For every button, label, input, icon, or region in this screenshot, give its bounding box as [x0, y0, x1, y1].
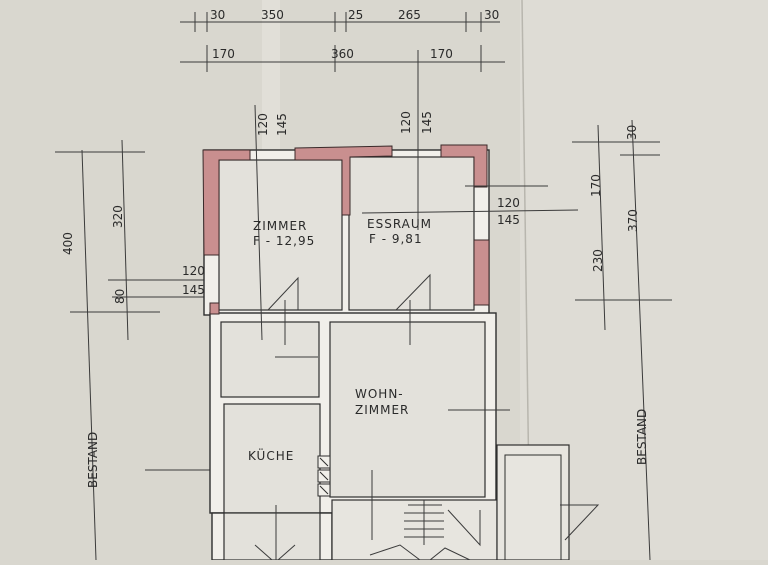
dim-top-door2-145: 145	[420, 111, 434, 134]
dim-zimmer-door-120: 120	[182, 264, 205, 278]
dim-top-350: 350	[261, 8, 284, 22]
dim-top-170b: 170	[430, 47, 453, 61]
dim-top-door2-120: 120	[399, 111, 413, 134]
dim-left-400: 400	[61, 232, 75, 255]
right-dimension-lines	[465, 119, 672, 561]
dim-left-320: 320	[111, 205, 125, 228]
dim-top-265: 265	[398, 8, 421, 22]
room-zimmer-name: ZIMMER	[253, 219, 307, 233]
dim-right-170: 170	[589, 174, 603, 197]
room-dimension-lines	[254, 50, 579, 560]
top-dimension-lines	[180, 12, 505, 72]
dim-left-80: 80	[113, 289, 127, 304]
label-bestand-right: BESTAND	[635, 409, 649, 465]
dim-right-30: 30	[625, 125, 639, 140]
dim-right-door-145: 145	[497, 213, 520, 227]
room-wohnzimmer-line1: WOHN-	[355, 387, 404, 401]
building-walls	[203, 149, 570, 561]
dim-top-25: 25	[348, 8, 363, 22]
new-wall-hatching	[202, 144, 490, 315]
door-swings	[254, 273, 600, 561]
label-bestand-left: BESTAND	[86, 432, 100, 488]
dim-top-door1-120: 120	[256, 113, 270, 136]
dim-top-door1-145: 145	[275, 113, 289, 136]
stairs	[369, 500, 471, 561]
chimney-flues	[317, 455, 331, 497]
room-zimmer-area: F - 12,95	[253, 234, 315, 248]
left-dimension-lines	[55, 139, 270, 561]
room-wohnzimmer-line2: ZIMMER	[355, 403, 409, 417]
dim-top-170a: 170	[212, 47, 235, 61]
dim-top-360: 360	[331, 47, 354, 61]
room-essraum-name: ESSRAUM	[367, 217, 432, 231]
room-essraum-area: F - 9,81	[369, 232, 423, 246]
dim-right-230: 230	[591, 249, 605, 272]
dim-zimmer-door-145: 145	[182, 283, 205, 297]
dim-top-30a: 30	[210, 8, 225, 22]
dim-right-door-120: 120	[497, 196, 520, 210]
dim-right-370: 370	[626, 209, 640, 232]
dim-top-30b: 30	[484, 8, 499, 22]
room-kueche: KÜCHE	[248, 447, 294, 463]
